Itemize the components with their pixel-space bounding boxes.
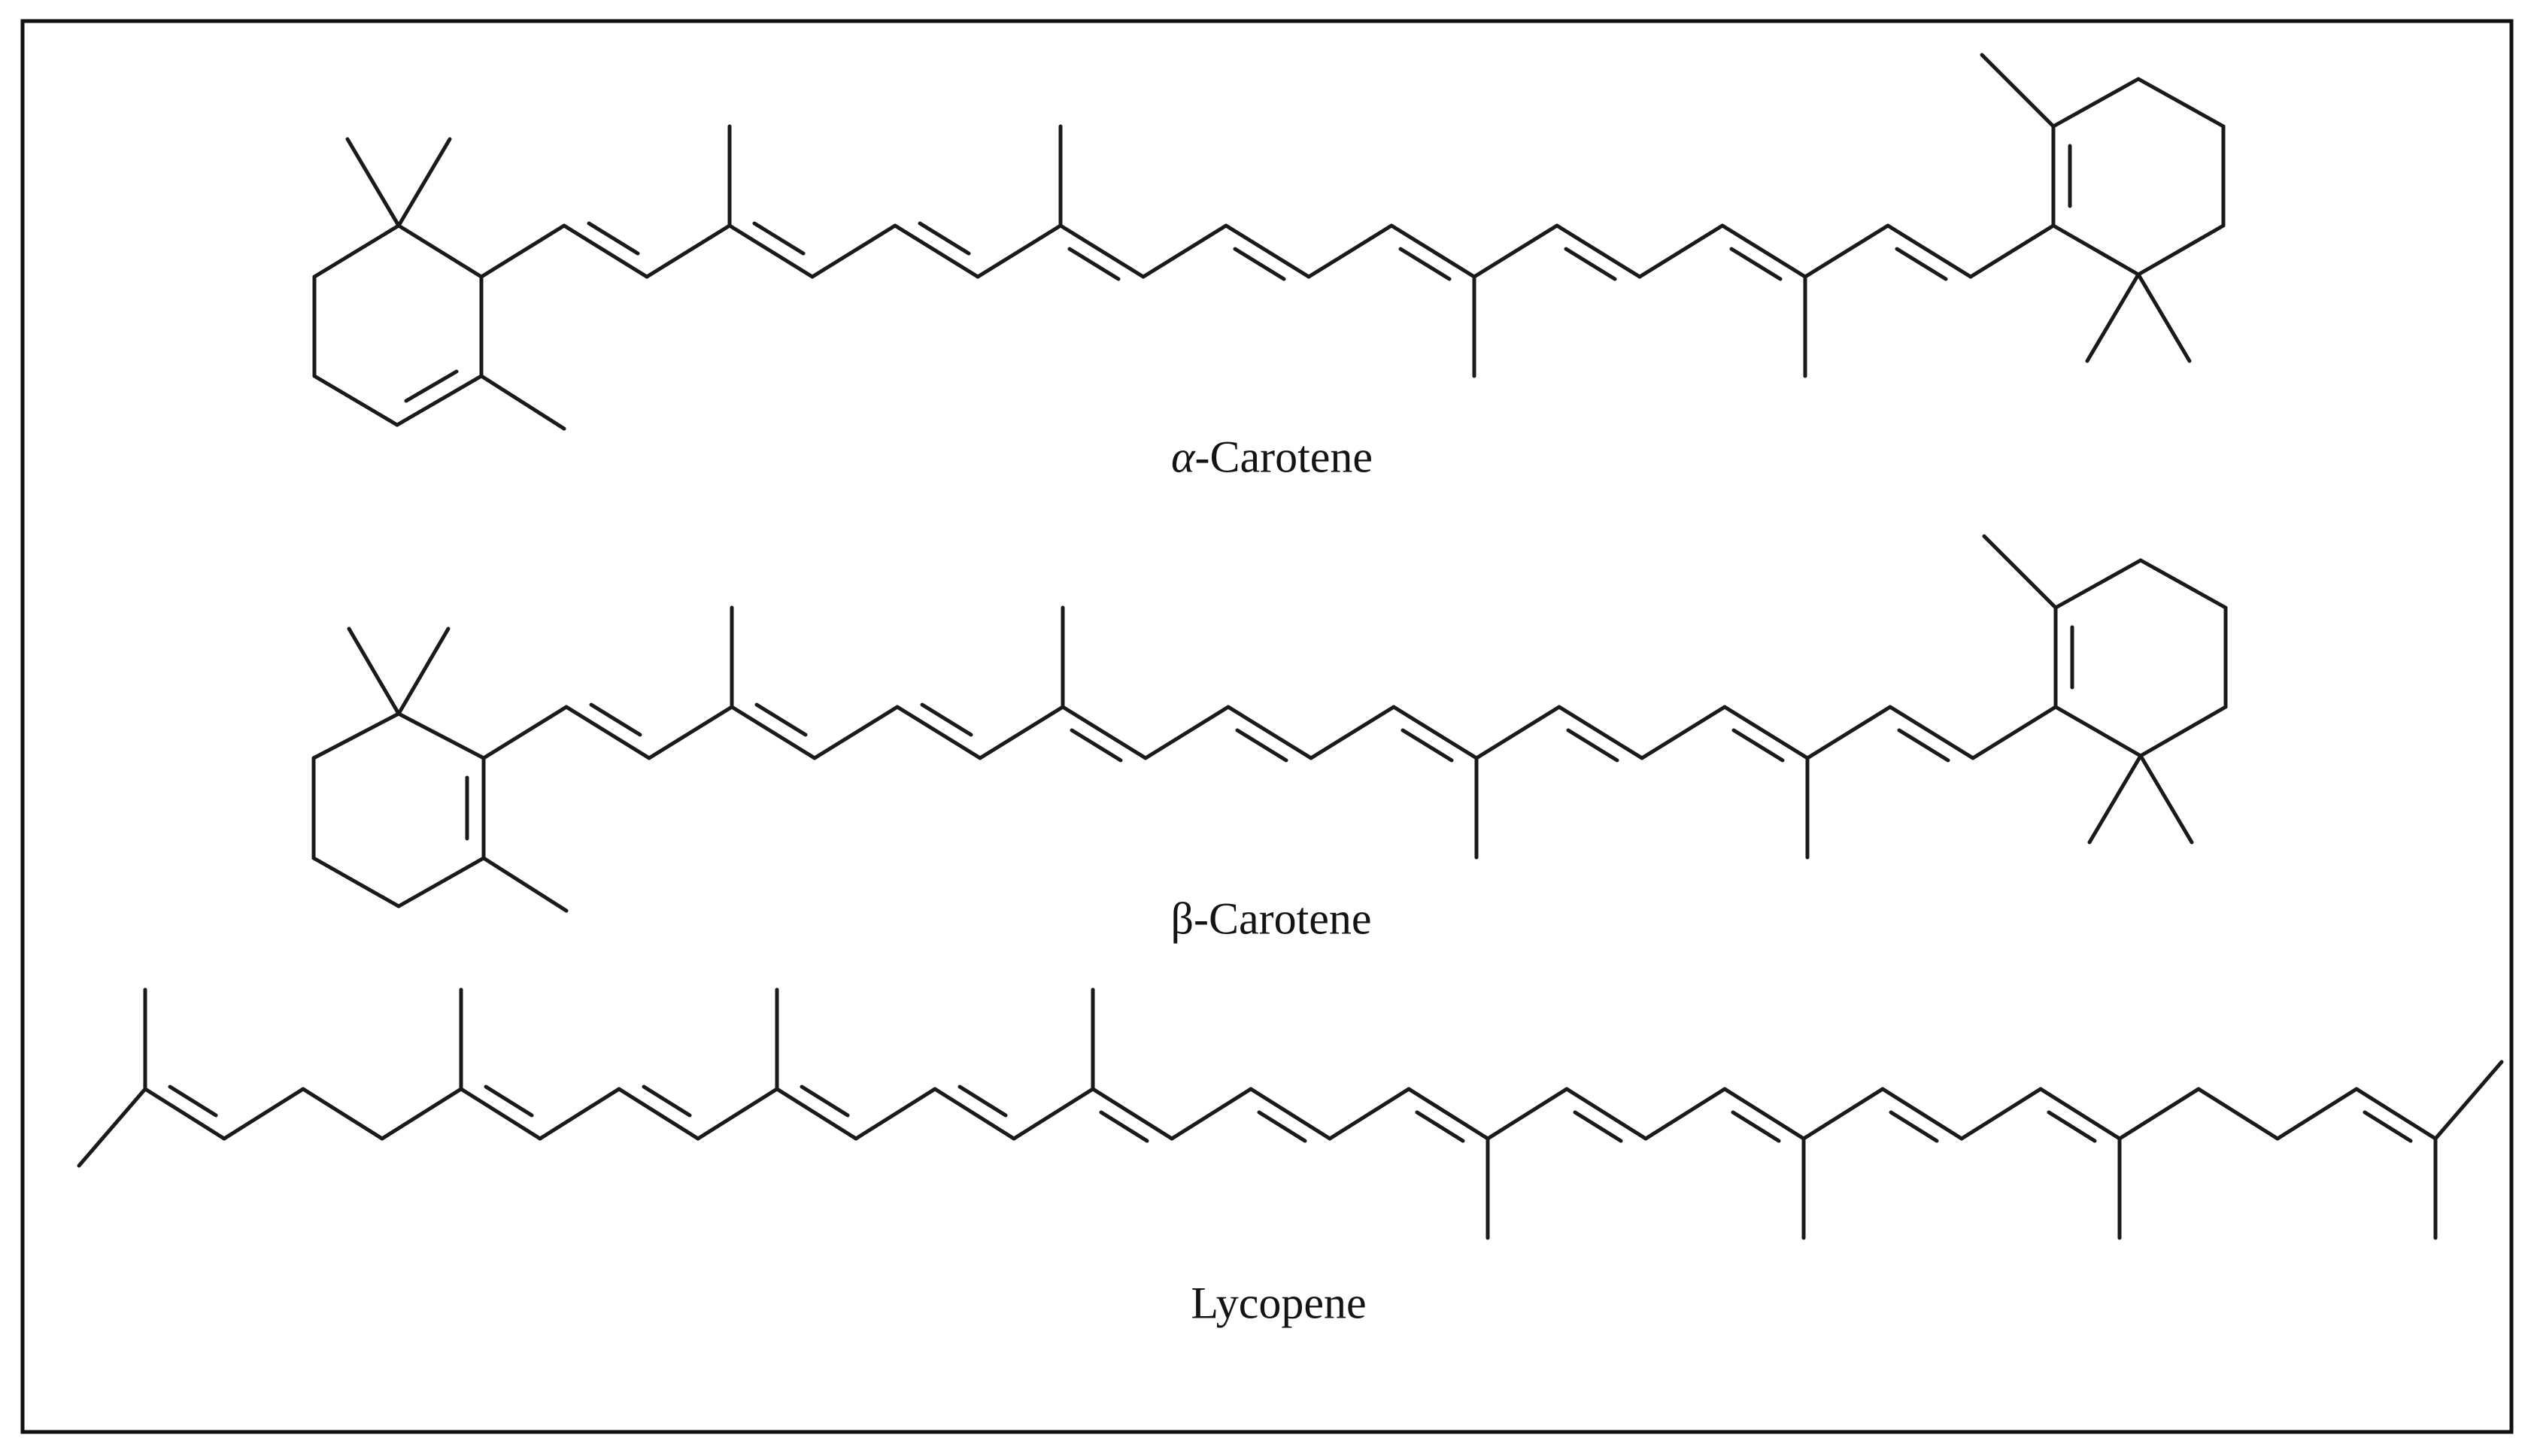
molecule-label-lycopene: Lycopene	[1191, 1278, 1366, 1330]
figure-border	[20, 19, 2514, 1434]
label-text: Lycopene	[1191, 1278, 1367, 1328]
structure-lycopene	[77, 987, 2504, 1240]
label-text: -Carotene	[1193, 893, 1372, 944]
structure-alpha-carotene	[312, 53, 2226, 431]
greek-letter: α	[1170, 432, 1195, 482]
molecule-label-alpha-carotene: α-Carotene	[1171, 432, 1373, 484]
structure-beta-carotene	[311, 534, 2228, 913]
label-text: -Carotene	[1194, 432, 1373, 482]
molecule-label-beta-carotene: β-Carotene	[1170, 893, 1371, 945]
greek-letter: β	[1170, 893, 1194, 944]
